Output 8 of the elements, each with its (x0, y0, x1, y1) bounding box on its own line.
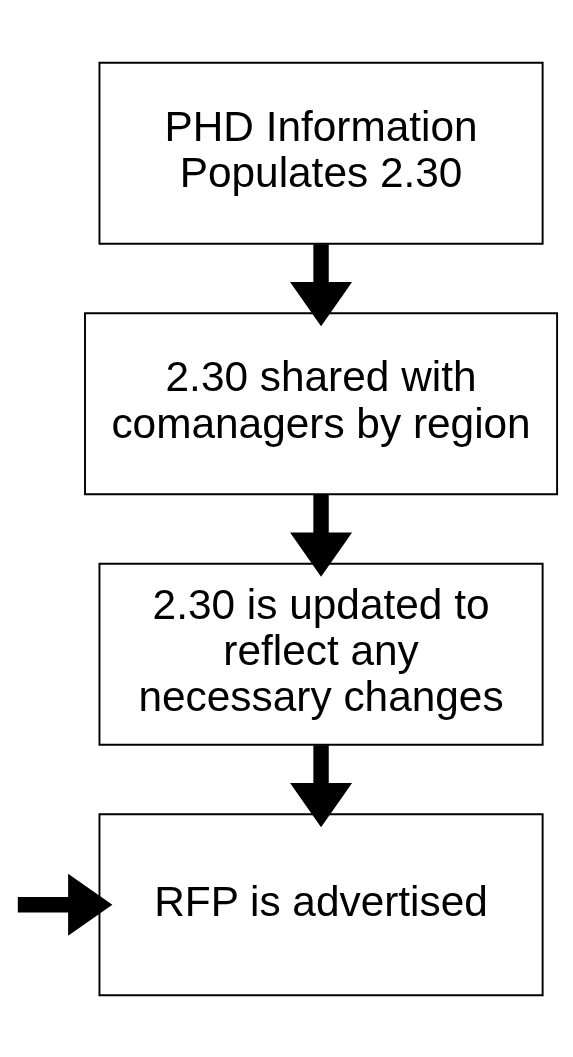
arrow (290, 744, 353, 827)
node-box: 2.30 is updated to reflect any necessary changes (98, 562, 544, 746)
arrow (290, 243, 353, 326)
node-box: 2.30 shared with comanagers by region (84, 311, 559, 495)
arrow (17, 873, 113, 936)
node-box: PHD Information Populates 2.30 (98, 61, 544, 245)
node-box: RFP is advertised (98, 812, 544, 996)
arrow (290, 494, 353, 577)
